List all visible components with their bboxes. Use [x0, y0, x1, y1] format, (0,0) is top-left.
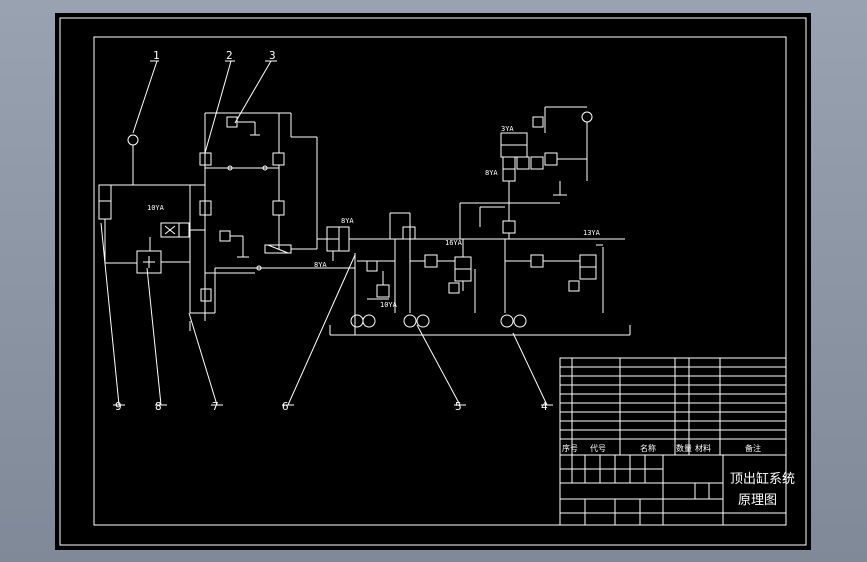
- right-circuit: [329, 106, 631, 336]
- drawing-title-line2: 原理图: [738, 493, 777, 508]
- parts-header-qty: 数量: [676, 443, 692, 453]
- callout-4: 4: [541, 400, 548, 413]
- parts-header-code: 代号: [590, 443, 606, 453]
- callout-5: 5: [455, 400, 462, 413]
- inner-frame: [93, 36, 787, 526]
- outer-frame: [59, 17, 807, 546]
- solenoid-label-s2: 8YA: [341, 217, 354, 225]
- callout-numbers: 1 2 3 4 5 6 7 8 9: [115, 49, 548, 413]
- left-circuit: [98, 112, 355, 331]
- solenoid-labels: 10YA 8YA 8YA 10YA 3YA 8YA 16YA 13YA: [147, 125, 601, 309]
- parts-header-name: 名称: [640, 443, 656, 453]
- title-block: [559, 357, 787, 526]
- solenoid-label-s4: 10YA: [380, 301, 398, 309]
- drawing-sheet: 1 2 3 4 5 6 7 8 9: [55, 13, 811, 550]
- solenoid-label-s8: 13YA: [583, 229, 601, 237]
- solenoid-label-s5: 3YA: [501, 125, 514, 133]
- parts-list-text: 序号 代号 名称 数量 材料 备注 顶出缸系统 原理图: [562, 443, 795, 508]
- callout-1: 1: [153, 49, 160, 62]
- parts-header-remark: 备注: [745, 443, 761, 453]
- callout-9: 9: [115, 400, 122, 413]
- hydraulic-schematic: 1 2 3 4 5 6 7 8 9: [59, 17, 807, 546]
- drawing-title-line1: 顶出缸系统: [730, 471, 795, 487]
- solenoid-label-s1: 10YA: [147, 204, 165, 212]
- callout-2: 2: [226, 49, 233, 62]
- callout-8: 8: [155, 400, 162, 413]
- solenoid-label-s3: 8YA: [314, 261, 327, 269]
- parts-header-index: 序号: [562, 443, 578, 453]
- central-directional-valve: [317, 226, 625, 261]
- callout-leaders: [100, 60, 553, 406]
- callout-6: 6: [282, 400, 289, 413]
- solenoid-label-s7: 16YA: [445, 239, 463, 247]
- solenoid-label-s6: 8YA: [485, 169, 498, 177]
- callout-3: 3: [269, 49, 276, 62]
- parts-header-material: 材料: [695, 443, 711, 453]
- callout-7: 7: [212, 400, 219, 413]
